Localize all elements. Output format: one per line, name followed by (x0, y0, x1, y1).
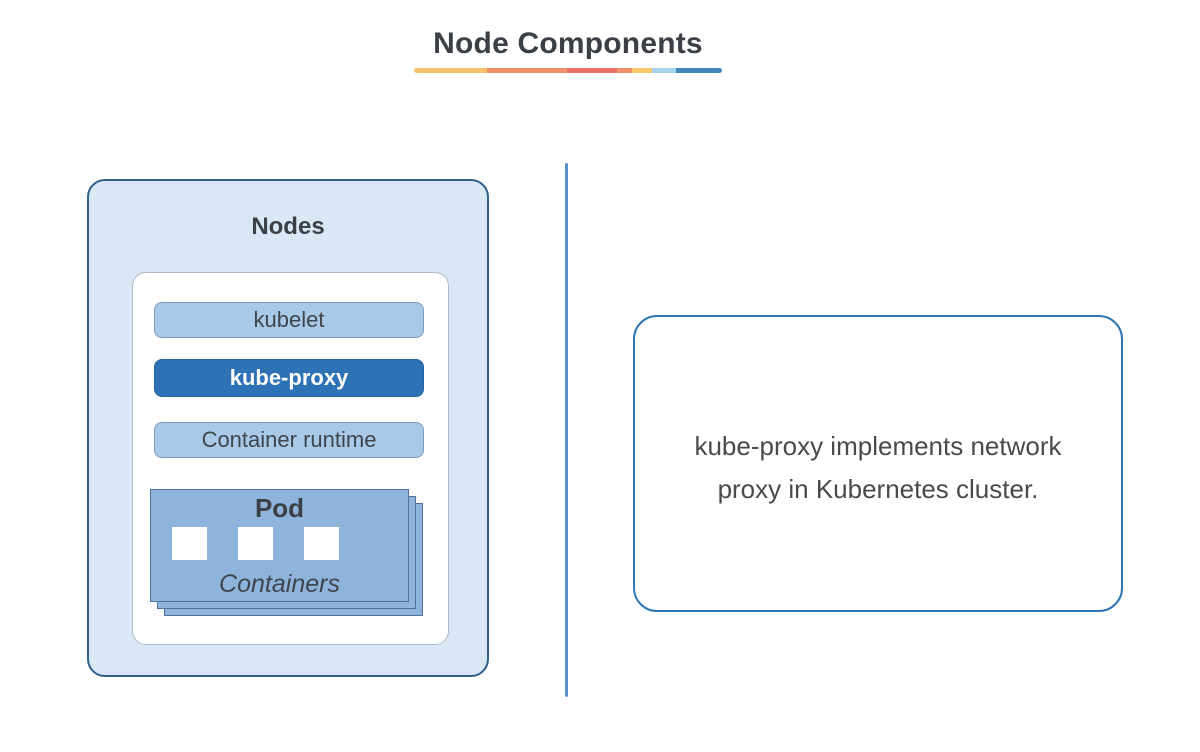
containers-label: Containers (219, 570, 340, 598)
title-block: Node Components (368, 27, 768, 73)
container-square (238, 527, 273, 560)
node-inner-panel: kubelet kube-proxy Container runtime Pod… (132, 272, 449, 645)
underline-segment (676, 68, 722, 73)
pod-card: Pod Containers (150, 489, 409, 602)
pod-title: Pod (254, 493, 305, 523)
title-underline (414, 68, 722, 73)
container-square (172, 527, 207, 560)
nodes-panel-title: Nodes (251, 213, 325, 240)
underline-segment (487, 68, 567, 73)
container-squares (151, 527, 408, 560)
component-kube-proxy: kube-proxy (154, 359, 424, 397)
page-title: Node Components (433, 27, 703, 60)
underline-segment (632, 68, 652, 73)
nodes-panel: Nodes kubelet kube-proxy Container runti… (87, 179, 489, 677)
detail-card: kube-proxy implements network proxy in K… (633, 315, 1123, 612)
pod-stack: Pod Containers (150, 489, 424, 617)
component-kubelet: kubelet (154, 302, 424, 338)
underline-segment (414, 68, 487, 73)
detail-text: kube-proxy implements network proxy in K… (694, 430, 1062, 504)
underline-segment (617, 68, 632, 73)
container-square (304, 527, 339, 560)
underline-segment (652, 68, 676, 73)
component-container-runtime: Container runtime (154, 422, 424, 458)
vertical-divider (565, 163, 568, 697)
underline-segment (567, 68, 617, 73)
